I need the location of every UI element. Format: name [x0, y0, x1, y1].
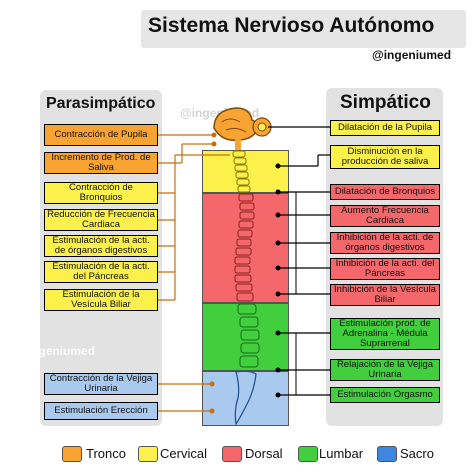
parasympathetic-connectors — [158, 134, 230, 412]
para-label-saliva: Incremento de Prod. de Saliva — [44, 152, 158, 174]
title-banner — [141, 10, 466, 48]
symp-label-bronchi: Dilatación de Bronquios — [330, 184, 440, 200]
legend-swatch-dorsal — [222, 446, 242, 462]
legend-label-lumbar: Lumbar — [319, 446, 364, 461]
page-title: Sistema Nervioso Autónomo — [148, 14, 435, 37]
legend-swatch-tronco — [62, 446, 82, 462]
cervical-vertebrae — [232, 150, 251, 193]
watermark-left: @ingeniumed — [16, 344, 96, 358]
legend-swatch-cervical — [138, 446, 158, 462]
para-label-digestive: Estimulación de la acti. de órganos dige… — [44, 235, 158, 257]
para-label-pancreas: Estimulación de la acti. del Páncreas — [44, 261, 158, 283]
symp-label-heart-rate: Aumento Frecuencia Cardiaca — [330, 205, 440, 227]
para-label-heart-rate: Reducción de Frecuencia Cardiaca — [44, 209, 158, 231]
para-label-gallbladder: Estimulación de la Vesícula Biliar — [44, 289, 158, 311]
symp-label-orgasm: Estimulación Orgasmo — [330, 387, 440, 403]
symp-label-bladder: Relajación de la Vejiga Urinaria — [330, 359, 440, 381]
parasympathetic-title: Parasimpático — [46, 95, 156, 112]
lumbar-vertebrae — [237, 303, 260, 368]
parasympathetic-nodes — [209, 132, 217, 414]
eye-icon — [252, 117, 272, 137]
sacrum — [234, 370, 257, 426]
para-label-bladder: Contracción de la Vejiga Urinaria — [44, 373, 158, 395]
dorsal-vertebrae — [234, 193, 255, 302]
sympathetic-nodes — [275, 163, 281, 398]
legend-label-tronco: Tronco — [86, 446, 126, 461]
legend-label-dorsal: Dorsal — [245, 446, 283, 461]
para-label-erection: Estimulación Erección — [44, 402, 158, 420]
para-label-pupil: Contracción de Pupila — [44, 124, 158, 146]
para-label-bronchi: Contracción de Bronquios — [44, 182, 158, 204]
legend-label-cervical: Cervical — [160, 446, 207, 461]
symp-label-saliva: Disminución en la producción de saliva — [330, 145, 440, 169]
sympathetic-connectors — [268, 126, 330, 396]
parasympathetic-panel — [40, 90, 162, 426]
symp-label-adrenaline: Estimulación prod. de Adrenalina - Médul… — [330, 318, 440, 350]
symp-label-gallbladder: Inhibición de la Vesícula Biliar — [330, 284, 440, 306]
symp-label-digestive: Inhibición de la acti. de órganos digest… — [330, 232, 440, 254]
author-handle: @ingeniumed — [372, 48, 452, 62]
symp-label-pupil: Dilatación de la Pupila — [330, 120, 440, 136]
sympathetic-title: Simpático — [340, 92, 431, 113]
legend-swatch-sacro — [377, 446, 397, 462]
legend-swatch-lumbar — [298, 446, 318, 462]
symp-label-pancreas: Inhibición de la acti. del Páncreas — [330, 258, 440, 280]
brain-icon — [213, 107, 258, 141]
legend-label-sacro: Sacro — [400, 446, 434, 461]
